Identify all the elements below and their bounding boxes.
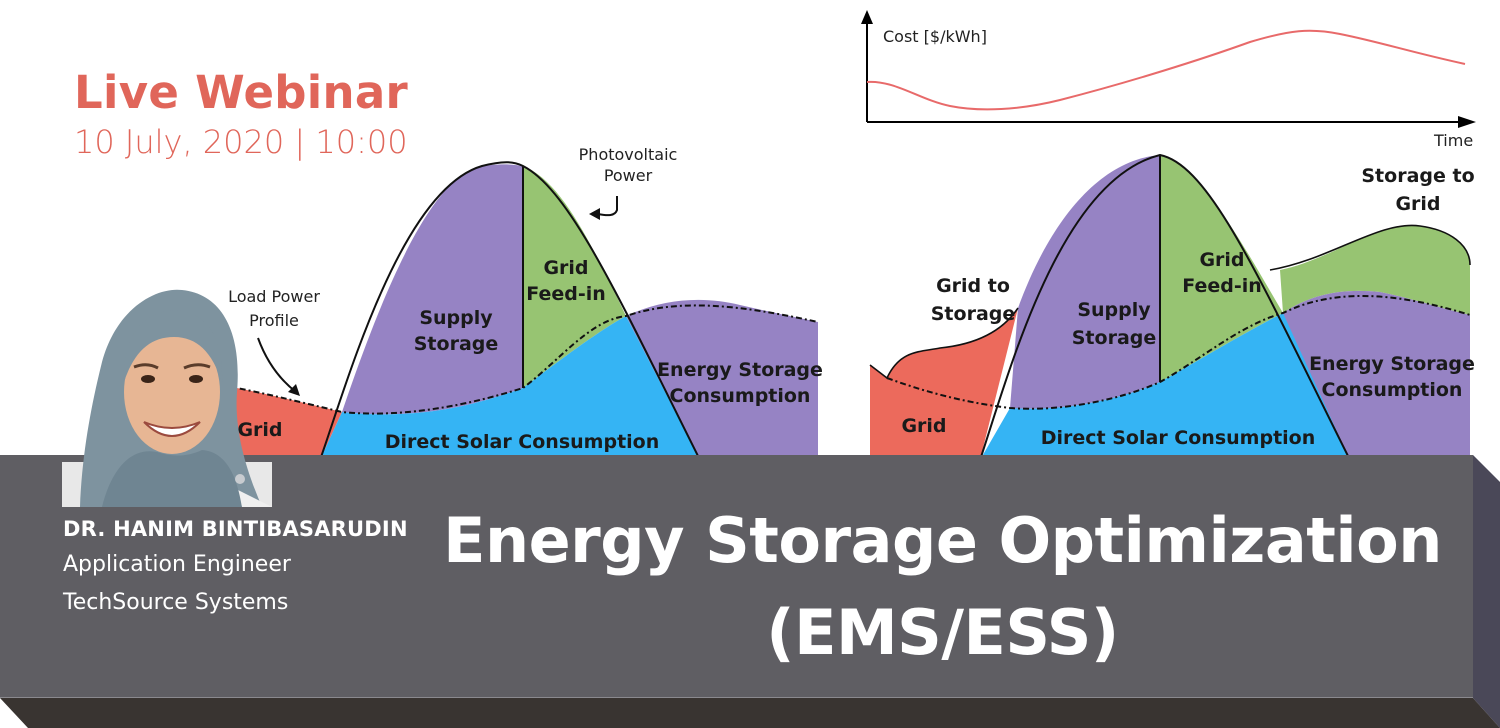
pv-power-label: Photovoltaic	[579, 145, 678, 164]
direct-solar-label: Direct Solar Consumption	[1041, 427, 1316, 449]
direct-solar-region	[980, 313, 1350, 460]
load-profile-line	[225, 304, 819, 415]
storage-to-grid-region	[1280, 225, 1470, 315]
grid-region	[870, 308, 1018, 460]
grid-label: Grid	[901, 415, 946, 437]
speaker-photo	[62, 282, 272, 507]
supply-storage-region	[342, 164, 523, 415]
speaker-name: DR. HANIM BINTIBASARUDIN	[63, 517, 408, 541]
supply-storage-region	[1010, 155, 1160, 409]
load-profile-line	[886, 295, 1471, 410]
event-title: Energy Storage Optimization (EMS/ESS)	[420, 495, 1465, 679]
grid-label: Grid	[237, 419, 282, 441]
storage-to-grid-label: Storage to	[1361, 165, 1474, 187]
direct-solar-region	[320, 316, 700, 460]
banner-side-face	[1473, 455, 1500, 728]
load-profile-arrow-icon	[257, 337, 297, 393]
cost-curve	[866, 29, 1466, 111]
grid-to-storage-label: Grid to	[936, 275, 1010, 297]
supply-storage-label: Supply	[419, 307, 493, 329]
x-axis-arrow-icon	[1458, 116, 1476, 128]
webinar-datetime: 10 July, 2020 | 10:00	[74, 123, 408, 161]
cost-chart: Cost [$/kWh] Time	[861, 10, 1476, 150]
banner-edge	[0, 697, 1473, 698]
speaker-role: Application Engineer	[63, 552, 291, 577]
event-title-line2: (EMS/ESS)	[766, 596, 1119, 669]
grid-feed-in-region	[523, 166, 626, 388]
time-axis-label: Time	[1433, 131, 1473, 150]
banner-bottom-face	[0, 698, 1500, 728]
webinar-title: Live Webinar	[74, 66, 409, 119]
ess-consumption-label: Energy Storage	[1309, 353, 1475, 375]
banner-3d-shape	[0, 455, 1500, 728]
cost-chart-axes	[861, 10, 1476, 128]
ess-consumption-label: Energy Storage	[657, 359, 823, 381]
y-axis-arrow-icon	[861, 10, 873, 24]
grid-feed-in-label: Grid	[1199, 249, 1244, 271]
pv-power-arrow-icon	[597, 196, 618, 217]
supply-storage-label: Supply	[1077, 299, 1151, 321]
grid-region	[226, 386, 342, 460]
cost-axis-label: Cost [$/kWh]	[883, 27, 987, 46]
ess-consumption-region	[626, 299, 818, 460]
event-title-line1: Energy Storage Optimization	[443, 504, 1442, 577]
speaker-organization: TechSource Systems	[63, 590, 289, 615]
load-profile-label: Load Power	[228, 287, 320, 306]
direct-solar-label: Direct Solar Consumption	[385, 431, 660, 453]
grid-feed-in-label: Grid	[543, 257, 588, 279]
